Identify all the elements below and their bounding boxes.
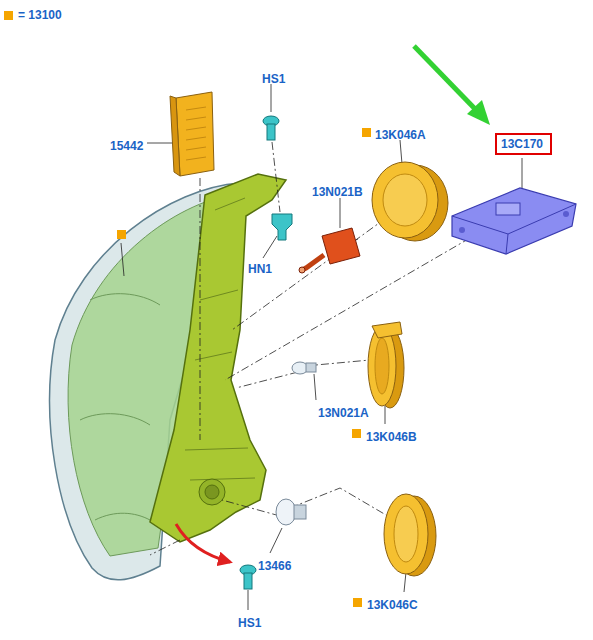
assembly-lines: [232, 218, 386, 330]
cap-13k046b: [368, 326, 396, 406]
callout-number: 13K046A: [375, 128, 426, 142]
marker-square: [117, 230, 126, 239]
cap-13k046a: [372, 162, 448, 241]
marker-square: [352, 429, 361, 438]
leader-lines: [248, 590, 249, 610]
cap-13k046a: [383, 174, 427, 226]
control-module-13c170: [452, 188, 576, 254]
pointer-arrow: [176, 524, 230, 562]
callout-number: 13N021A: [318, 406, 369, 420]
assembly-lines: [222, 500, 280, 516]
headlamp-housing: [150, 174, 286, 542]
leader-lines: [271, 84, 272, 112]
control-module-13c170: [459, 227, 465, 233]
callout-label: HN1: [248, 259, 272, 277]
assembly-lines: [236, 372, 298, 388]
module-15442: [170, 96, 180, 176]
part-number: 13C170: [501, 137, 546, 151]
headlamp-lens: [80, 294, 160, 520]
cap-13k046c: [384, 494, 428, 574]
pointer-arrow: [176, 46, 490, 562]
assembly-lines: [290, 488, 398, 522]
module-15442: [186, 107, 206, 160]
cap-13k046b: [372, 322, 402, 338]
leader-lines: [314, 374, 316, 400]
screw-hs1: [267, 124, 275, 140]
bulb-13n021a: [306, 363, 316, 372]
cap-13k046a: [372, 162, 438, 238]
cap-13k046b: [368, 322, 404, 408]
marker-square: [117, 128, 371, 607]
leader-lines: [270, 528, 282, 553]
callout-label: 13K046B: [366, 427, 417, 445]
legend-entry: = 13100: [4, 8, 62, 22]
callout-number: HS1: [238, 616, 261, 630]
callout-label: HS1: [238, 613, 261, 631]
control-module-13c170: [452, 188, 576, 254]
module-15442: [170, 92, 214, 176]
module-15442: [176, 92, 214, 176]
leader-lines: [400, 140, 402, 164]
leader-lines: [121, 84, 522, 610]
leader-lines: [263, 236, 277, 258]
bulb-13n021a: [292, 362, 316, 374]
legend-swatch: [4, 11, 13, 20]
control-module-13c170: [452, 204, 576, 254]
callout-label: 13N021B: [312, 182, 363, 200]
bulb-13466: [276, 499, 296, 525]
callout-label: 15442: [110, 136, 143, 154]
bulb-13n021b: [302, 255, 324, 270]
part-number-box: 13C170: [495, 133, 552, 155]
assembly-lines: [200, 178, 201, 440]
callout-number: 13N021B: [312, 185, 363, 199]
headlamp-housing: [199, 479, 225, 505]
leader-lines: [385, 406, 386, 424]
control-module-13c170: [563, 211, 569, 217]
cap-13k046b: [375, 338, 389, 394]
headlamp-housing: [185, 198, 255, 480]
clip-hn1: [272, 214, 292, 240]
pointer-arrow: [467, 100, 490, 125]
leader-lines: [404, 572, 406, 592]
leader-lines: [121, 243, 124, 276]
bulb-13n021b: [322, 228, 360, 264]
assembly-lines: [150, 540, 180, 555]
leader-lines: [522, 158, 523, 190]
callout-label: 13K046C: [367, 595, 418, 613]
callout-label: 13N021A: [318, 403, 369, 421]
control-module-13c170: [496, 203, 520, 215]
bulb-13466: [276, 499, 306, 525]
assembly-lines: [272, 142, 280, 212]
callout-number: HN1: [248, 262, 272, 276]
headlamp-housing: [205, 485, 219, 499]
callout-number: HS1: [262, 72, 285, 86]
bulb-13466: [294, 505, 306, 519]
clip-hn1: [272, 214, 292, 240]
leader-lines: [147, 143, 176, 144]
cap-13k046c: [394, 506, 418, 562]
bulb-13n021b: [299, 267, 305, 273]
callout-label: 13466: [258, 556, 291, 574]
callout-label: HS1: [262, 69, 285, 87]
screw-hs1: [240, 116, 279, 589]
callout-label: 13K046A: [375, 125, 426, 143]
headlamp-housing: [150, 174, 286, 542]
leader-lines: [340, 198, 341, 228]
legend-text: = 13100: [18, 8, 62, 22]
marker-square: [362, 128, 371, 137]
callout-number: 13466: [258, 559, 291, 573]
assembly-lines: [150, 142, 470, 555]
callout-number: 15442: [110, 139, 143, 153]
pointer-arrow: [414, 46, 478, 112]
screw-hs1: [244, 573, 252, 589]
callout-number: 13K046B: [366, 430, 417, 444]
callout-number: 13K046C: [367, 598, 418, 612]
bulb-13n021b: [299, 228, 360, 273]
marker-square: [353, 598, 362, 607]
cap-13k046c: [384, 494, 436, 576]
